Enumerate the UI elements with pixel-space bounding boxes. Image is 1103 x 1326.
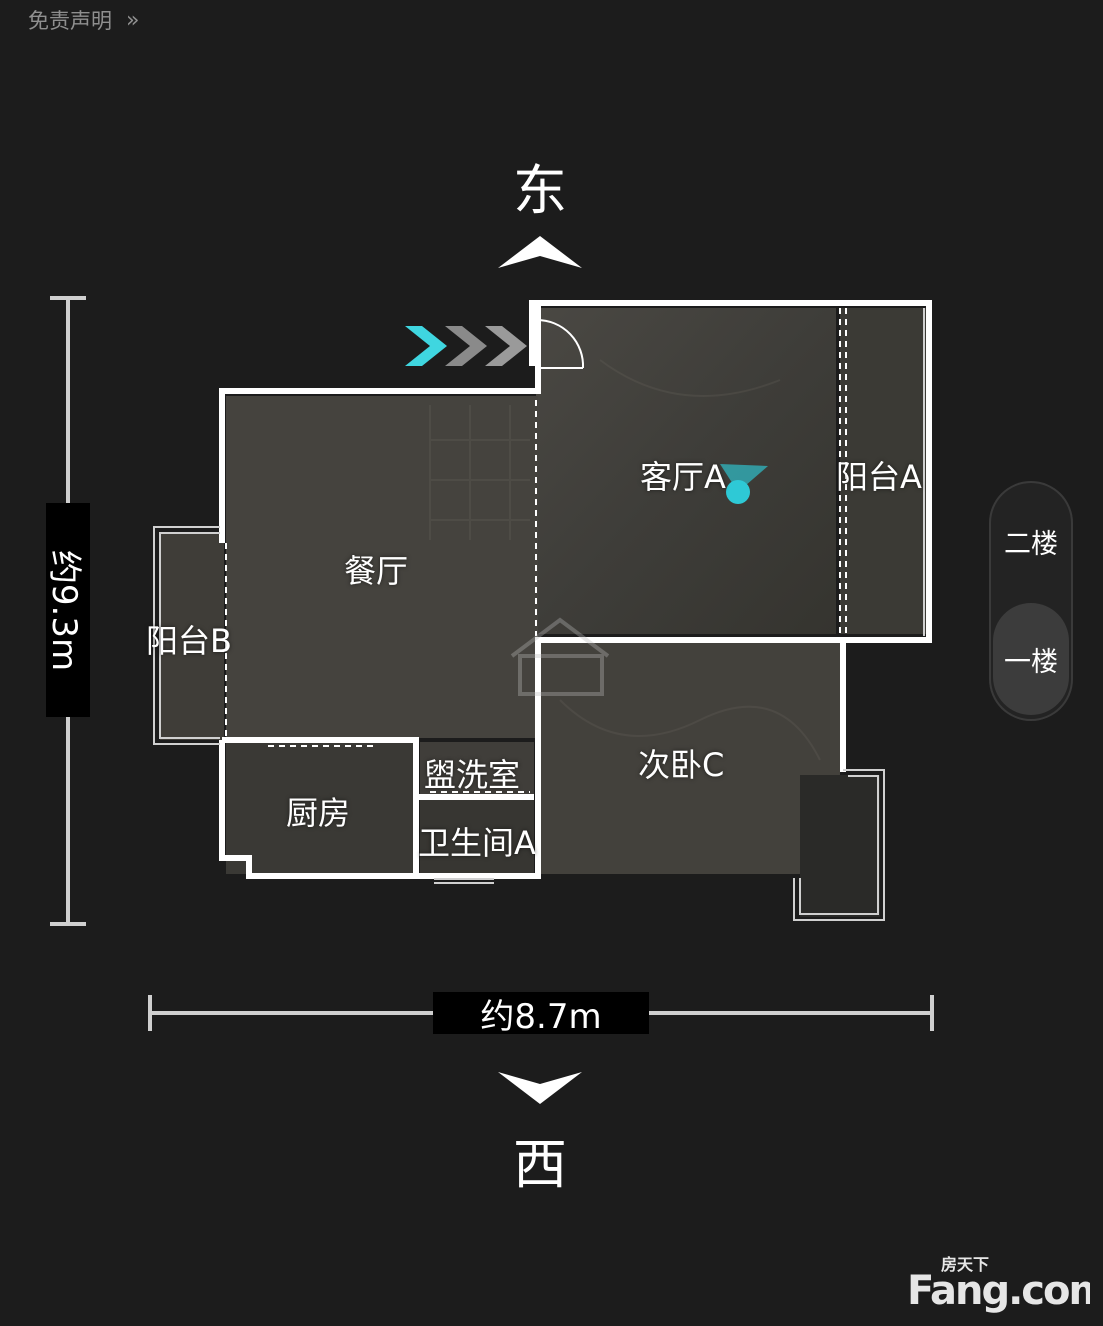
floor-button-upper[interactable]: 二楼 bbox=[1004, 528, 1058, 560]
fang-logo: 房天下 Fang.com bbox=[907, 1255, 1090, 1314]
entrance-door bbox=[536, 318, 585, 369]
direction-bottom-label: 西 bbox=[513, 1133, 567, 1196]
logo-big-text: Fang.com bbox=[907, 1268, 1090, 1314]
room-label-living[interactable]: 客厅A bbox=[640, 458, 726, 496]
room-floors bbox=[160, 308, 926, 917]
entrance-arrows bbox=[405, 326, 527, 366]
bay-window bbox=[793, 769, 885, 921]
height-value: 约9.3m bbox=[44, 549, 85, 671]
texture bbox=[429, 359, 821, 761]
room-label-dining[interactable]: 餐厅 bbox=[344, 552, 409, 590]
center-watermark-icon bbox=[510, 617, 610, 696]
south-chevron-icon[interactable] bbox=[498, 1072, 582, 1104]
disclaimer-label: 免责声明 bbox=[28, 9, 112, 33]
dashed-partitions bbox=[225, 308, 847, 793]
room-label-balcony-a[interactable]: 阳台A bbox=[836, 458, 922, 496]
height-dimension-label: 约9.3m bbox=[44, 503, 90, 717]
room-label-kitchen[interactable]: 厨房 bbox=[286, 794, 351, 832]
north-chevron-icon[interactable] bbox=[498, 236, 582, 268]
floor-switcher: 二楼 一楼 bbox=[989, 481, 1073, 721]
width-dimension-label: 约8.7m bbox=[433, 992, 649, 1037]
room-label-bedroom[interactable]: 次卧C bbox=[638, 746, 725, 784]
double-chevron-right-icon: » bbox=[126, 7, 140, 33]
logo-small-text: 房天下 bbox=[941, 1255, 989, 1274]
disclaimer-link[interactable]: 免责声明 » bbox=[28, 4, 140, 36]
viewer-position-icon[interactable] bbox=[720, 464, 768, 504]
width-value: 约8.7m bbox=[480, 996, 602, 1037]
direction-top-label: 东 bbox=[513, 159, 567, 222]
floor-button-lower[interactable]: 一楼 bbox=[993, 603, 1069, 715]
room-label-bathroom[interactable]: 卫生间A bbox=[418, 824, 536, 862]
room-label-balcony-b[interactable]: 阳台B bbox=[146, 622, 232, 660]
room-label-washroom[interactable]: 盥洗室 bbox=[424, 756, 521, 794]
bathroom-window bbox=[434, 878, 494, 884]
